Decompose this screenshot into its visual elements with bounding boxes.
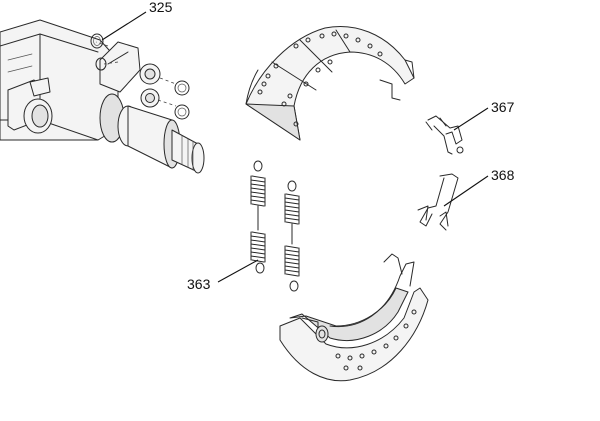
snap-ring [95,57,107,71]
snap-ring [174,80,190,96]
leader-lines [101,11,489,283]
leader-line-368 [443,175,489,207]
leader-line-367 [453,107,489,131]
brake-shoe-upper [245,26,415,141]
return-spring-wire [417,173,459,231]
leader-line-363 [217,259,259,283]
spring-left [250,160,266,274]
snap-ring-group [90,33,190,120]
assembly-line [157,99,177,107]
callout-367: 367 [491,99,515,115]
assembly-line [103,61,119,65]
assembly-line [159,77,177,85]
axle-spider-assembly [0,19,205,174]
callout-368: 368 [491,167,515,183]
spring-clip [425,115,464,155]
snap-ring [90,33,104,49]
leader-line-325 [101,11,147,41]
callout-363: 363 [187,276,211,292]
snap-ring [174,104,190,120]
callout-325: 325 [149,0,173,15]
brake-shoe-lower [279,253,429,382]
rivet-holes [257,31,383,127]
spring-right [284,180,300,292]
rivet-holes [335,309,417,371]
